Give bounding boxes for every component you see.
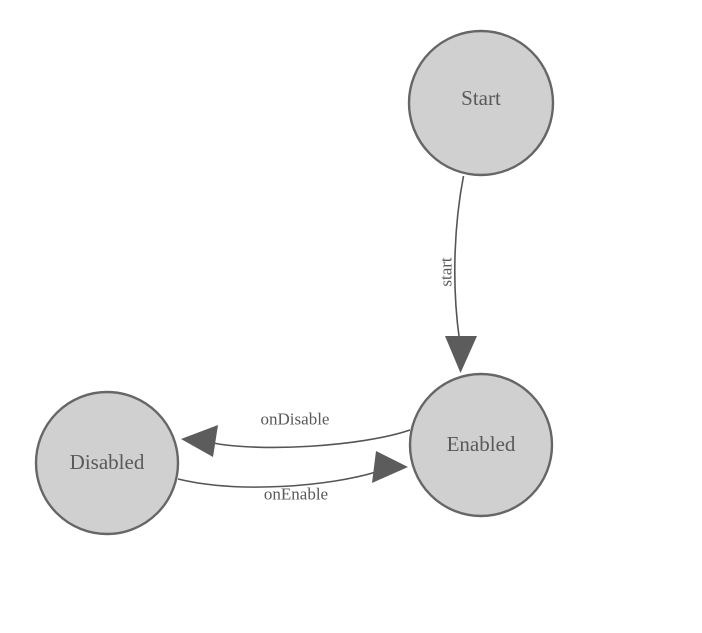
node-disabled[interactable]: Disabled [34, 390, 180, 536]
edge-start-to-enabled[interactable] [445, 175, 477, 373]
edge-line-enabled-to-disabled [212, 429, 411, 449]
edge-line-start-to-enabled [453, 175, 465, 341]
node-enabled-label: Enabled [447, 432, 516, 456]
node-start-label: Start [461, 86, 501, 110]
node-disabled-circle [34, 390, 180, 536]
node-start-circle [407, 29, 555, 177]
edge-disabled-to-enabled[interactable] [177, 451, 408, 488]
arrowhead-disabled-to-enabled [372, 451, 408, 483]
node-disabled-label: Disabled [70, 450, 145, 474]
edge-label-on-disable: onDisable [261, 410, 330, 429]
edge-label-start: start [437, 257, 456, 287]
edge-line-disabled-to-enabled [177, 471, 377, 488]
node-start[interactable]: Start [407, 29, 555, 177]
arrowhead-start-to-enabled [445, 336, 477, 373]
node-enabled-circle [408, 372, 554, 518]
edge-enabled-to-disabled[interactable] [181, 425, 411, 457]
edge-label-on-enable: onEnable [264, 485, 328, 504]
arrowhead-enabled-to-disabled [181, 425, 218, 457]
node-enabled[interactable]: Enabled [408, 372, 554, 518]
